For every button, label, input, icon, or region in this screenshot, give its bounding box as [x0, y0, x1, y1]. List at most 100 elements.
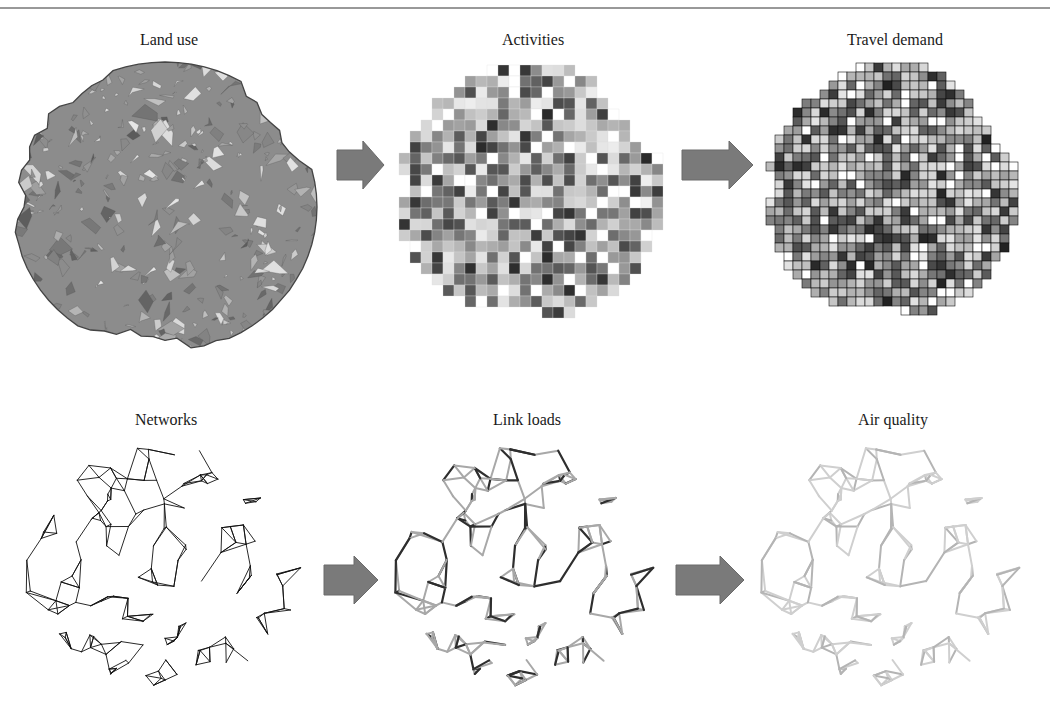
land-parcel — [12, 265, 26, 272]
grid-cell — [946, 279, 955, 288]
land-parcel — [163, 302, 170, 322]
grid-cell — [1000, 198, 1009, 207]
grid-cell — [509, 153, 520, 164]
grid-cell — [531, 175, 542, 186]
land-parcel — [45, 171, 56, 180]
grid-cell — [597, 197, 608, 208]
grid-cell — [542, 307, 553, 318]
road-link — [559, 647, 568, 650]
land-parcel — [104, 321, 105, 328]
road-link — [498, 510, 506, 514]
grid-cell — [564, 87, 575, 98]
grid-cell — [991, 189, 1000, 198]
road-link — [56, 601, 58, 614]
grid-cell — [476, 208, 487, 219]
grid-cell — [973, 171, 982, 180]
grid-cell — [865, 108, 874, 117]
grid-cell — [802, 162, 811, 171]
grid-cell — [847, 261, 856, 270]
grid-cell — [946, 135, 955, 144]
grid-cell — [820, 180, 829, 189]
grid-cell — [874, 189, 883, 198]
grid-cell — [973, 189, 982, 198]
grid-cell — [937, 162, 946, 171]
land-parcel — [282, 254, 286, 266]
grid-cell — [542, 274, 553, 285]
land-parcel — [24, 254, 40, 262]
grid-cell — [443, 186, 454, 197]
grid-cell — [856, 288, 865, 297]
grid-cell — [865, 144, 874, 153]
land-parcel — [121, 245, 125, 252]
road-link — [525, 486, 542, 499]
land-parcel — [46, 327, 50, 329]
grid-cell — [955, 243, 964, 252]
grid-cell — [793, 234, 802, 243]
land-parcel — [224, 275, 228, 278]
land-parcel — [300, 272, 313, 294]
grid-cell — [553, 153, 564, 164]
grid-cell — [928, 135, 937, 144]
grid-cell — [946, 207, 955, 216]
grid-cell — [1009, 207, 1018, 216]
grid-cell — [432, 197, 443, 208]
grid-cell — [465, 208, 476, 219]
land-parcel — [165, 199, 179, 210]
grid-cell — [476, 197, 487, 208]
grid-cell — [829, 270, 838, 279]
grid-cell — [874, 90, 883, 99]
grid-cell — [432, 109, 443, 120]
grid-cell — [892, 261, 901, 270]
land-parcel — [230, 331, 233, 336]
land-parcel — [83, 157, 96, 172]
grid-cell — [586, 153, 597, 164]
grid-cell — [919, 99, 928, 108]
land-parcel — [241, 239, 249, 248]
grid-cell — [901, 225, 910, 234]
grid-cell — [608, 120, 619, 131]
grid-cell — [564, 98, 575, 109]
land-parcel — [83, 107, 90, 119]
grid-cell — [982, 234, 991, 243]
grid-cell — [1009, 198, 1018, 207]
land-parcel — [197, 298, 203, 303]
road-link — [470, 525, 491, 527]
land-parcel — [263, 54, 282, 64]
grid-cell — [586, 76, 597, 87]
grid-cell — [820, 207, 829, 216]
grid-cell — [865, 297, 874, 306]
grid-cell — [531, 120, 542, 131]
grid-cell — [946, 99, 955, 108]
land-parcel — [96, 280, 104, 287]
grid-cell — [847, 117, 856, 126]
grid-cell — [991, 234, 1000, 243]
grid-cell — [597, 142, 608, 153]
grid-cell — [874, 180, 883, 189]
grid-cell — [509, 164, 520, 175]
grid-cell — [531, 142, 542, 153]
grid-cell — [865, 252, 874, 261]
grid-cell — [487, 76, 498, 87]
road-link — [483, 643, 505, 645]
grid-cell — [964, 252, 973, 261]
grid-cell — [520, 131, 531, 142]
land-parcel — [171, 171, 184, 183]
road-link — [111, 478, 116, 488]
grid-cell — [553, 142, 564, 153]
grid-cell — [542, 252, 553, 263]
grid-cell — [652, 164, 663, 175]
road-link — [116, 478, 124, 490]
road-link — [92, 518, 100, 520]
road-link — [56, 601, 70, 606]
panel-title: Travel demand — [757, 30, 1033, 50]
grid-cell — [829, 297, 838, 306]
land-parcel — [206, 87, 211, 92]
grid-cell — [421, 164, 432, 175]
grid-cell — [586, 186, 597, 197]
grid-cell — [575, 186, 586, 197]
grid-cell — [564, 307, 575, 318]
grid-cell — [919, 279, 928, 288]
land-parcel — [110, 257, 119, 273]
road-link — [424, 533, 442, 542]
grid-cell — [928, 72, 937, 81]
